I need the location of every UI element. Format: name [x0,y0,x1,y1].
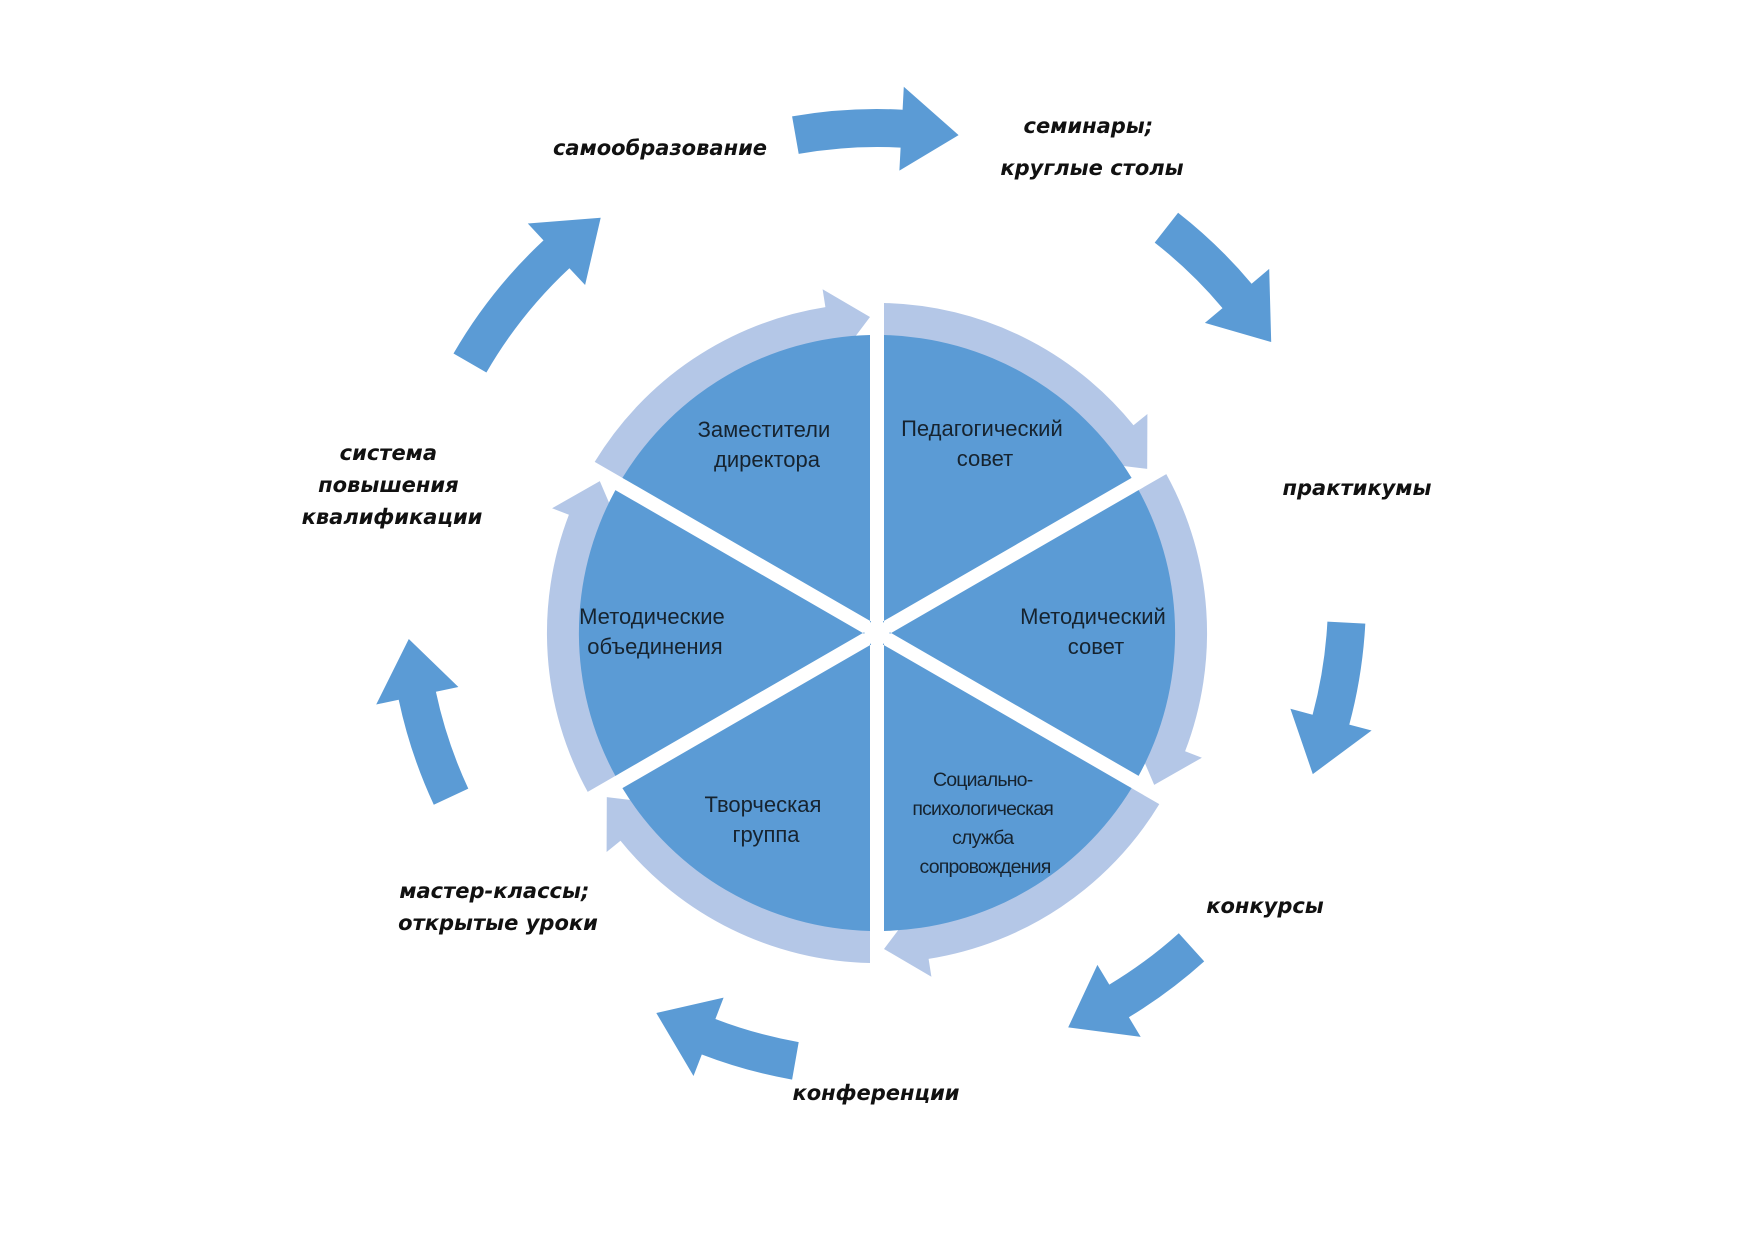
ring-arrow-zam [594,289,870,480]
cycle-label-praktikumy: практикумы [1283,476,1432,500]
cycle-label-seminary: семинары; круглые столы [1000,114,1183,180]
segment-met_ob [578,490,865,776]
arrow-to-samoobrazovanie [453,217,601,373]
arrow-to-konkursy [1290,621,1372,775]
segment-label-zam: Заместители директора [698,417,837,472]
arrow-to-seminary [792,86,959,171]
segment-separator [566,627,880,816]
cycle-label-master-klassy: мастер-классы; открытые уроки [398,879,598,935]
segment-separator [873,450,1188,639]
segment-ped [882,335,1132,623]
segment-label-tvor-gruppa: Творческая группа [705,792,828,847]
ring-arrow-met_ob [546,481,624,792]
arrow-to-praktikumy [1154,212,1272,342]
segment-met_sovet [889,490,1176,776]
segment-label-soc-sluzhba: Социально- психологическая служба сопров… [912,769,1057,878]
cycle-label-sistema: система повышения квалификации [302,441,483,529]
arrow-to-master-klassy [656,997,799,1080]
segment-tvor [622,643,872,931]
outer-cycle-arrows [376,86,1372,1080]
pie-segments [566,278,1188,988]
segment-soc [882,643,1132,931]
segment-label-ped-sovet: Педагогический совет [901,416,1069,471]
segment-label-met-ob: Методические объединения [579,604,731,659]
segment-zam [622,335,872,623]
segment-label-met-sovet: Методический совет [1020,604,1172,659]
arrow-to-konferencii [1068,933,1205,1037]
cycle-label-konkursy: конкурсы [1206,894,1324,918]
segment-separator [566,450,880,639]
cycle-label-konferencii: конференции [792,1081,959,1105]
arrow-to-sistema [376,639,469,805]
segment-separator [873,627,1188,816]
ring-arrow-soc [884,786,1160,977]
ring-arrow-met_sovet [1130,474,1208,785]
cycle-label-samoobrazovanie: самообразование [553,136,767,160]
